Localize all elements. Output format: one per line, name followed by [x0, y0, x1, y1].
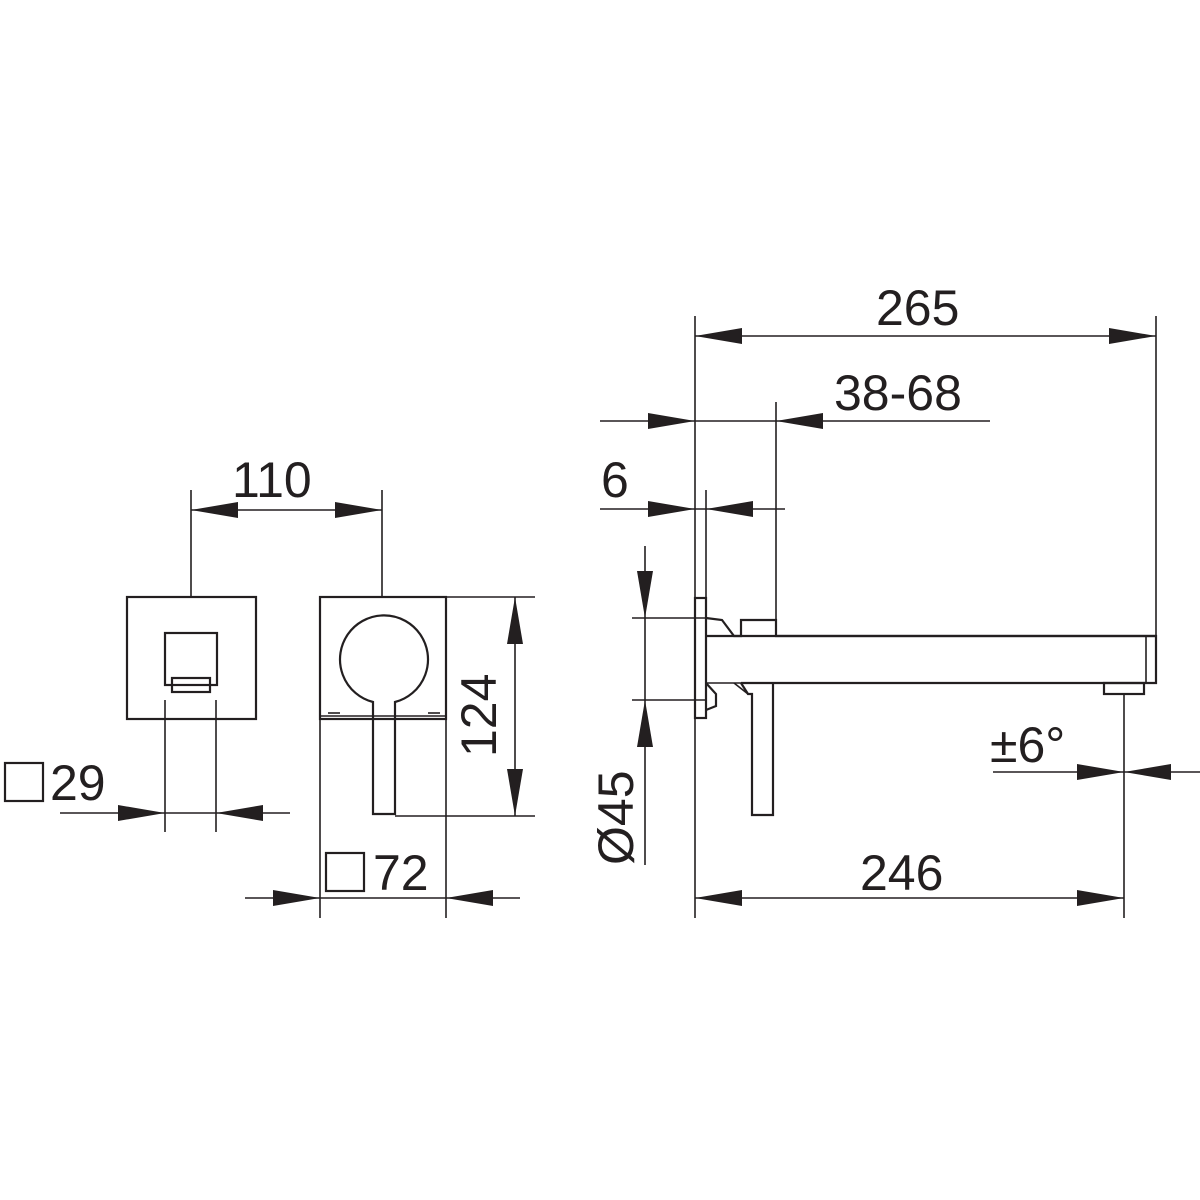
dim-6: 6: [601, 452, 629, 508]
wall-rosette: [693, 596, 708, 720]
lever-side: [740, 682, 775, 817]
dim-angle: ±6°: [990, 717, 1065, 773]
lever-plate: [318, 595, 448, 721]
front-view: 110 29 72 124: [3, 452, 535, 918]
dim-29: 29: [50, 755, 106, 811]
aerator: [1102, 681, 1146, 696]
dim-246: 246: [860, 845, 943, 901]
dim-110: 110: [232, 452, 312, 508]
spout-body: [706, 634, 1158, 685]
side-view: 265 38-68 6 Ø45 246 ±6°: [588, 280, 1200, 918]
spout-plate: [125, 595, 258, 721]
lever-handle: [338, 614, 430, 816]
dim-38-68: 38-68: [834, 365, 962, 421]
dim-diameter-45: Ø45: [588, 770, 644, 865]
square-symbol-icon: [324, 851, 366, 893]
square-symbol-icon: [3, 761, 45, 803]
dim-265: 265: [876, 280, 959, 336]
dim-72: 72: [373, 845, 429, 901]
dim-124: 124: [451, 674, 507, 757]
